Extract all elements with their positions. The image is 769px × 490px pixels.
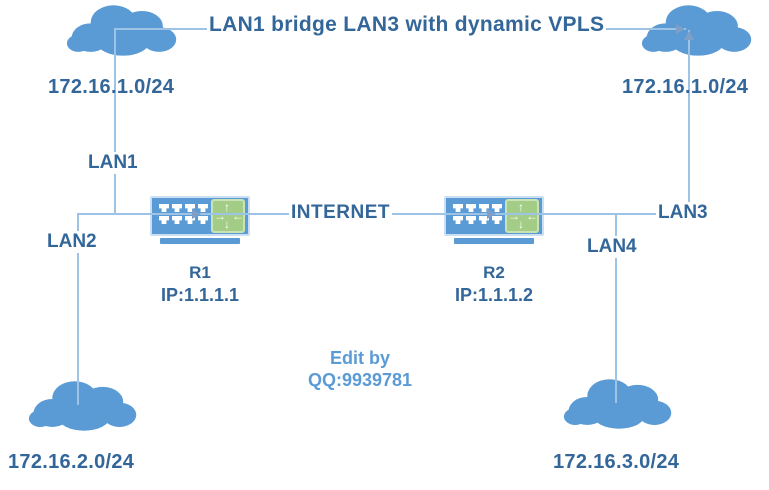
ethernet-port-icon [185,204,195,212]
ethernet-port-icon [479,204,489,212]
router-icon-r2: ↑↓ →← [444,196,544,244]
router-r2-name: R2 [483,263,505,282]
cloud-icon-bottom-right [563,375,675,432]
cloud-icon-bottom-left [28,377,140,434]
routing-arrows-icon: ↑↓ →← [211,199,245,233]
ethernet-port-icon [453,204,463,212]
lan2-label: LAN2 [45,231,99,253]
cloud-icon-top-left [66,1,180,59]
cloud-icon-top-right [641,1,755,59]
ethernet-port-icon [198,216,208,224]
connector-lan1-vertical [114,28,116,214]
subnet-label-top-left: 172.16.1.0/24 [48,76,175,98]
connector-lan2-vertical [77,213,79,405]
internet-label: INTERNET [289,202,392,224]
diagram-title: LAN1 bridge LAN3 with dynamic VPLS [207,13,607,37]
ethernet-port-icon [492,204,502,212]
connector-title-right [586,28,686,30]
subnet-label-bottom-left: 172.16.2.0/24 [8,451,135,473]
ethernet-port-icon [492,216,502,224]
ethernet-port-icon [479,216,489,224]
connector-lan3-vertical [688,30,690,206]
connector-arrowhead-icon [684,31,694,40]
router-shadow [454,238,534,244]
ethernet-port-icon [172,216,182,224]
watermark-line1: Edit by [329,348,390,368]
ethernet-port-icon [466,204,476,212]
subnet-label-bottom-right: 172.16.3.0/24 [553,451,680,473]
ethernet-port-icon [453,216,463,224]
router-r1-ip: IP:1.1.1.1 [160,285,240,305]
connector-title-left [114,28,210,30]
connector-arrowhead-icon [487,209,496,219]
ethernet-port-icon [159,216,169,224]
router-shadow [160,238,240,244]
lan3-label: LAN3 [656,202,710,224]
router-r1-caption: R1 IP:1.1.1.1 [147,262,253,306]
lan4-label: LAN4 [585,236,639,258]
router-icon-r1: ↑↓ →← [150,196,250,244]
routing-arrows-icon: ↑↓ →← [505,199,539,233]
watermark-line2: QQ:9939781 [307,370,413,390]
ethernet-port-icon [198,204,208,212]
connector-lan4-vertical [615,213,617,403]
connector-arrowhead-icon [192,209,201,219]
ethernet-port-icon [159,204,169,212]
subnet-label-top-right: 172.16.1.0/24 [622,76,749,98]
lan1-label: LAN1 [86,152,140,174]
ethernet-port-icon [185,216,195,224]
connector-arrowhead-icon [676,24,685,34]
ethernet-port-icon [172,204,182,212]
watermark: Edit by QQ:9939781 [290,347,430,391]
router-r2-ip: IP:1.1.1.2 [454,285,534,305]
router-body: ↑↓ →← [150,196,250,236]
ethernet-port-icon [466,216,476,224]
router-r2-caption: R2 IP:1.1.1.2 [441,262,547,306]
router-r1-name: R1 [189,263,211,282]
